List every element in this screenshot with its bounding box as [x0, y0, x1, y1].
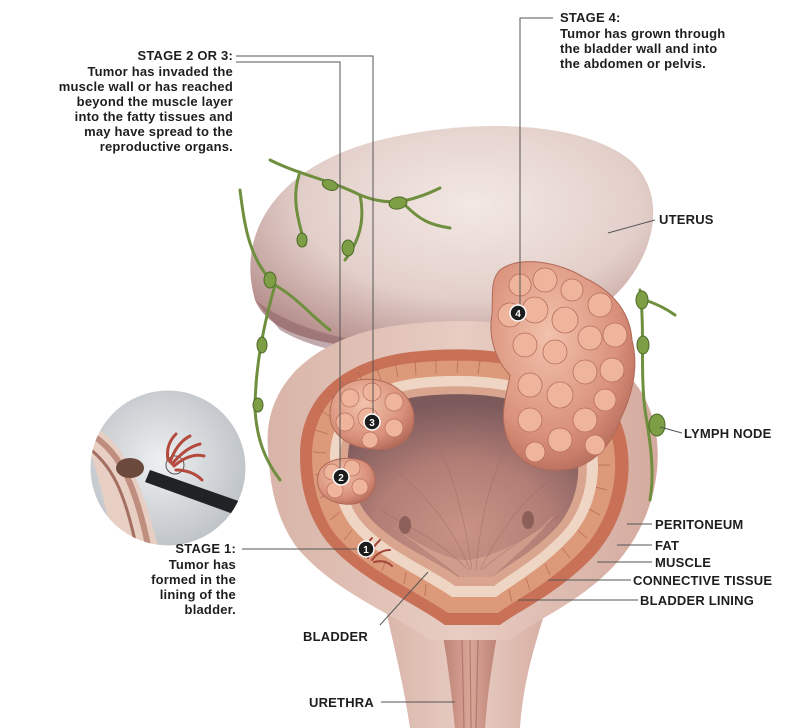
stage-2-3-description: Tumor has invaded the muscle wall or has… — [58, 64, 233, 154]
label-peritoneum: PERITONEUM — [655, 517, 744, 532]
stage-1-description: Tumor has formed in the lining of the bl… — [151, 557, 236, 617]
stage-2-3-title: STAGE 2 OR 3: — [137, 48, 233, 63]
stage-4-description: Tumor has grown through the bladder wall… — [560, 26, 726, 71]
label-lymph-node: LYMPH NODE — [684, 426, 772, 441]
label-uterus: UTERUS — [659, 212, 714, 227]
leader-lines — [236, 17, 683, 703]
stage-marker-4-text: 4 — [515, 309, 521, 320]
label-urethra: URETHRA — [309, 695, 374, 710]
stage-marker-3-text: 3 — [369, 418, 375, 429]
stage-1-title: STAGE 1: — [175, 541, 236, 556]
cystoscope-inset — [87, 387, 249, 549]
label-connective-tissue: CONNECTIVE TISSUE — [633, 573, 773, 588]
stage-marker-3: 3 — [363, 413, 381, 431]
ureter-opening-left — [399, 516, 411, 534]
lymph-nodes — [252, 179, 666, 437]
label-fat: FAT — [655, 538, 680, 553]
label-bladder-lining: BLADDER LINING — [640, 593, 755, 608]
stage-marker-4: 4 — [509, 304, 527, 322]
tumor-stage-3 — [329, 378, 415, 450]
stage-marker-1-text: 1 — [363, 545, 369, 556]
tumor-stage-4 — [490, 261, 636, 471]
stage-marker-1: 1 — [357, 540, 375, 558]
label-bladder: BLADDER — [303, 629, 368, 644]
stage-marker-2-text: 2 — [338, 473, 344, 484]
stage-4-title: STAGE 4: — [560, 10, 621, 25]
ureter-opening-right — [522, 511, 534, 529]
label-muscle: MUSCLE — [655, 555, 712, 570]
stage-marker-2: 2 — [332, 468, 350, 486]
